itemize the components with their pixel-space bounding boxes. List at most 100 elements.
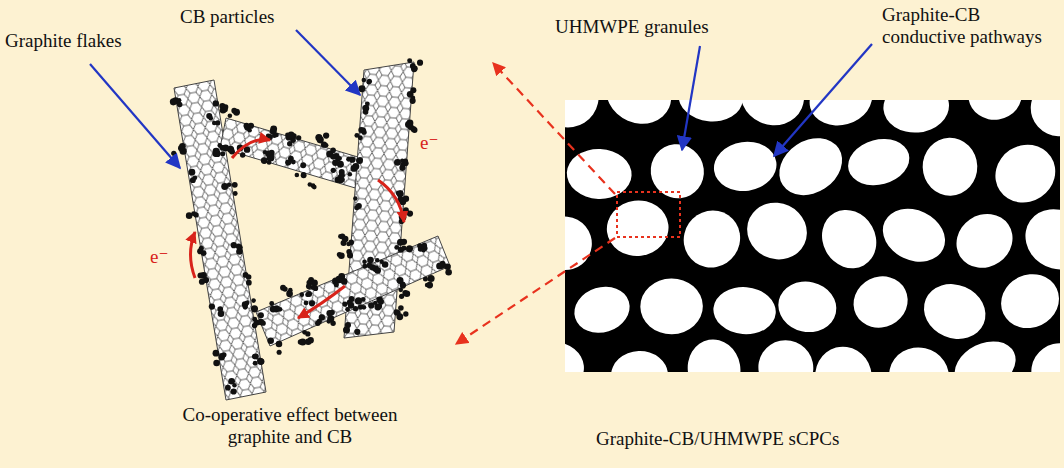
cb-particle [267,160,272,165]
cb-particle [240,152,245,157]
uhmwpe-granule [768,127,852,207]
cb-particle [398,305,404,311]
uhmwpe-granule [673,199,752,278]
cb-particle [258,312,264,318]
cb-particle [309,300,315,306]
uhmwpe-granule [711,285,777,337]
cb-particle [346,242,351,247]
cb-particle [321,142,327,148]
cb-particle [421,243,427,249]
cb-particle [358,304,363,309]
uhmwpe-granule [812,200,887,278]
uhmwpe-granule [992,265,1060,338]
uhmwpe-granule [1023,100,1060,144]
graphite-flakes [174,62,450,400]
cb-particle [232,182,238,188]
cb-particle [214,150,221,157]
cb-particle [374,304,381,311]
uhmwpe-granule [683,335,745,372]
cb-particle [251,305,258,312]
uhmwpe-granule [748,330,824,372]
cb-particle [208,116,213,121]
cb-particle [400,158,404,162]
cb-particle [245,301,250,306]
uhmwpe-granule [884,342,955,372]
cb-particle [274,133,278,137]
cb-particle [403,196,409,202]
cb-particle [410,87,416,93]
cb-particle [362,259,366,263]
cb-particle [280,285,286,291]
cb-particle [347,299,353,305]
cb-particle [336,276,342,282]
cb-particle [301,172,307,178]
cb-particle [396,191,401,196]
cb-particle [394,159,401,166]
cb-particle [412,65,418,71]
cb-particle [323,132,329,138]
cb-particle [356,157,363,164]
cb-particle [221,183,228,190]
cb-particle [394,309,400,315]
caption-label: Graphite-CB/UHMWPE sCPCs [596,428,839,450]
cb-particle [354,329,360,335]
cb-particle [231,108,237,114]
cb-particle [227,146,234,153]
leader-arrow [682,46,700,150]
uhmwpe-granule [640,278,703,335]
electron-label: e⁻ [420,132,438,154]
uhmwpe-granule [565,100,605,133]
cb-particle [394,245,399,250]
cb-particle [259,358,265,364]
cb-particle [363,109,369,115]
cb-particle [296,135,301,140]
cb-particle [315,134,322,141]
cb-particle [353,306,358,311]
cb-particle [215,152,219,156]
cb-particle [326,319,331,324]
uhmwpe-granule [641,135,713,208]
cb-particle [332,159,338,165]
cb-particle [189,169,196,176]
cb-particle [213,100,219,106]
cb-particle [425,283,429,287]
cb-particle [341,240,347,246]
cb-particle [397,239,404,246]
cb-particle [232,383,236,387]
uhmwpe-granule [922,137,978,196]
cb-particle [362,264,367,269]
uhmwpe-granule [738,193,817,269]
cb-particle [312,185,317,190]
cb-particle [399,294,404,299]
graphite-flake [174,80,266,400]
uhmwpe-granule [965,100,1025,124]
electron-arrow [191,232,196,278]
cb-particle [190,177,196,183]
cb-particle [304,301,309,306]
graphite-flake [220,118,368,190]
cb-particle [270,155,275,160]
cb-particle [300,162,306,168]
cb-particle [251,298,256,303]
cb-particle [355,297,362,304]
cb-particle [209,303,215,309]
cb-particle [417,60,423,66]
cb-particle [395,310,401,316]
part-label: Graphite-CB conductive pathways [882,4,1062,48]
uhmwpe-granule [1014,197,1060,282]
cb-particle [246,280,252,286]
cb-particle [305,331,310,336]
cb-particle [253,361,258,366]
conductive-network [565,100,1060,372]
cb-particle [405,121,412,128]
cb-particle [410,126,416,132]
uhmwpe-granule [731,100,814,135]
cb-particle [306,283,312,289]
uhmwpe-granule [915,275,994,349]
cb-particle [253,354,259,360]
cb-particle [375,258,380,263]
leader-arrow [90,64,180,168]
cb-particle [337,156,342,161]
uhmwpe-granule [881,100,951,135]
